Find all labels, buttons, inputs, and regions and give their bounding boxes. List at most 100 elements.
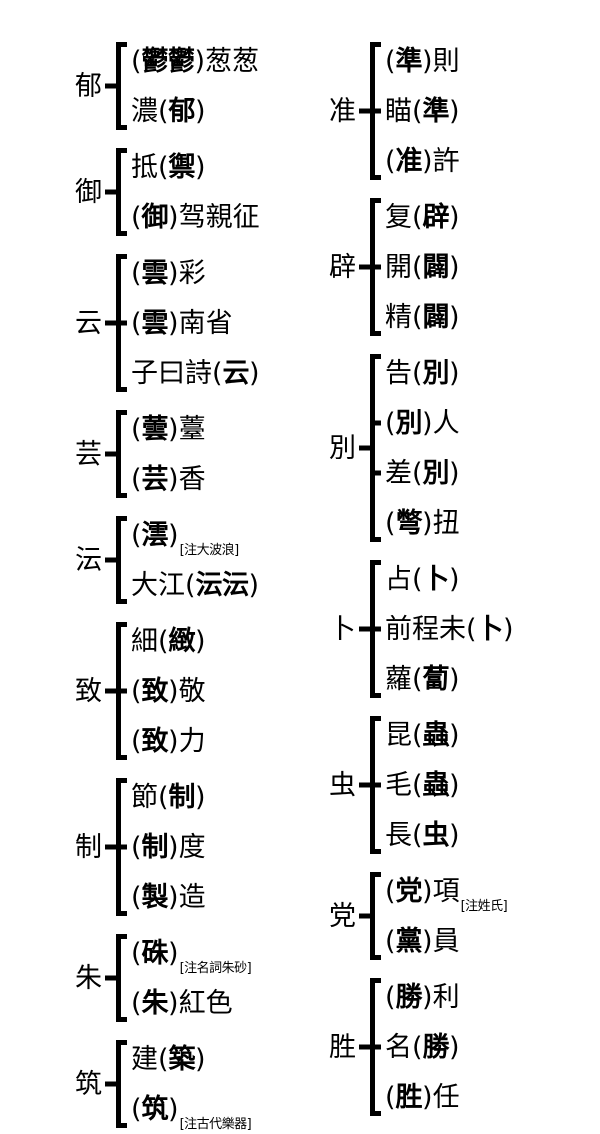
group-entry-list: (澐)[注大波浪]大江(沄沄) [131, 510, 310, 610]
group-brace [105, 248, 127, 398]
group-entry-list: 复(辟)開(闢)精(闢) [385, 192, 600, 342]
entry-context-text: ( [131, 307, 142, 339]
chart-entry: 占(卜) [385, 554, 600, 604]
entry-context-text: 瞄( [385, 95, 423, 127]
group-headword: 制 [75, 831, 102, 863]
entry-target-character: 別 [422, 357, 450, 389]
brace-headword-connector [105, 975, 116, 981]
brace-vertical-bar [116, 254, 121, 392]
group-entry-list: (準)則瞄(準)(准)許 [385, 36, 600, 186]
entry-context-text: 昆( [385, 719, 423, 751]
entry-context-text: ( [385, 45, 396, 77]
chart-entry: (准)許 [385, 136, 600, 186]
group-headword: 辟 [329, 251, 356, 283]
headword-group: 筑建(築)(筑)[注古代樂器] [68, 1034, 310, 1134]
entry-context-text: )則 [422, 45, 460, 77]
entry-context-text: ( [385, 507, 396, 539]
entry-context-text: ) [449, 819, 460, 851]
chart-entry: 名(勝) [385, 1022, 600, 1072]
entry-context-text: )薹 [168, 413, 206, 445]
group-brace [105, 510, 127, 610]
entry-context-text: )南省 [168, 307, 233, 339]
brace-vertical-bar [116, 42, 121, 130]
entry-target-character: 郁 [168, 95, 196, 127]
group-entry-list: (硃)[注名詞朱砂](朱)紅色 [131, 928, 310, 1028]
chart-entry: 瞄(準) [385, 86, 600, 136]
entry-context-text: 名( [385, 1031, 423, 1063]
group-headword: 朱 [75, 962, 102, 994]
entry-target-character: 蟲 [422, 719, 450, 751]
entry-context-text: ( [385, 925, 396, 957]
brace-top-serif [116, 622, 127, 627]
entry-target-character: 致 [141, 725, 169, 757]
chart-entry: (製)造 [131, 872, 310, 922]
brace-top-serif [370, 716, 381, 721]
entry-target-character: 別 [422, 457, 450, 489]
entry-target-character: 致 [141, 675, 169, 707]
chart-entry: 建(築) [131, 1034, 310, 1084]
group-brace [359, 972, 381, 1122]
brace-entry-tick [120, 688, 127, 694]
chart-entry: 濃(郁) [131, 86, 310, 136]
entry-context-text: )許 [422, 145, 460, 177]
group-headword: 御 [75, 176, 102, 208]
entry-context-text: ( [131, 201, 142, 233]
entry-context-text: 建( [131, 1043, 169, 1075]
brace-top-serif [370, 978, 381, 983]
brace-top-serif [370, 42, 381, 47]
entry-target-character: 卜 [476, 613, 504, 645]
group-entry-list: (党)項[注姓氏](黨)員 [385, 866, 600, 966]
brace-bottom-serif [116, 125, 127, 130]
group-brace [105, 616, 127, 766]
entry-context-text: )敬 [168, 675, 206, 707]
entry-target-character: 辟 [422, 201, 450, 233]
headword-group: 芸(蕓)薹(芸)香 [68, 404, 310, 504]
entry-context-text: 毛( [385, 769, 423, 801]
brace-vertical-bar [370, 198, 375, 336]
entry-context-text: ) [168, 1093, 179, 1125]
entry-context-text: ) [449, 769, 460, 801]
brace-headword-connector [105, 557, 116, 563]
brace-top-serif [370, 560, 381, 565]
entry-target-character: 雲 [141, 307, 169, 339]
variant-character-chart: 郁(鬱鬱)葱葱濃(郁)御抵(禦)(御)驾親征云(雲)彩(雲)南省子曰詩(云)芸(… [0, 36, 600, 1131]
entry-context-text: )驾親征 [168, 201, 260, 233]
chart-entry: 蘿(蔔) [385, 654, 600, 704]
brace-top-serif [116, 148, 127, 153]
brace-bottom-serif [116, 755, 127, 760]
entry-context-text: ( [131, 257, 142, 289]
entry-context-text: 子曰詩( [131, 357, 223, 389]
entry-context-text: ) [503, 613, 514, 645]
chart-entry: 昆(蟲) [385, 710, 600, 760]
brace-bottom-serif [116, 231, 127, 236]
entry-context-text: )紅色 [168, 987, 233, 1019]
entry-target-character: 芸 [141, 463, 169, 495]
entry-context-text: 差( [385, 457, 423, 489]
entry-target-character: 制 [168, 781, 196, 813]
group-headword: 別 [329, 432, 356, 464]
entry-context-text: 細( [131, 625, 169, 657]
group-headword: 虫 [329, 769, 356, 801]
entry-context-text: ( [131, 937, 142, 969]
chart-entry: 前程未(卜) [385, 604, 600, 654]
brace-top-serif [116, 1040, 127, 1045]
headword-group: 云(雲)彩(雲)南省子曰詩(云) [68, 248, 310, 398]
group-headword: 筑 [75, 1068, 102, 1100]
entry-target-character: 蔔 [422, 663, 450, 695]
entry-context-text: ( [131, 519, 142, 551]
group-brace [359, 36, 381, 186]
group-brace [359, 554, 381, 704]
entry-context-text: ) [249, 357, 260, 389]
entry-context-text: )扭 [422, 507, 460, 539]
entry-context-text: ) [195, 151, 206, 183]
brace-vertical-bar [116, 148, 121, 236]
chart-column-left: 郁(鬱鬱)葱葱濃(郁)御抵(禦)(御)驾親征云(雲)彩(雲)南省子曰詩(云)芸(… [0, 36, 310, 1131]
brace-headword-connector [359, 626, 370, 632]
headword-group: 辟复(辟)開(闢)精(闢) [322, 192, 600, 342]
entry-target-character: 鬱鬱 [141, 45, 196, 77]
entry-context-text: 節( [131, 781, 169, 813]
entry-annotation: [注名詞朱砂] [179, 961, 252, 976]
brace-top-serif [116, 410, 127, 415]
entry-context-text: ) [168, 937, 179, 969]
brace-entry-tick [374, 1044, 381, 1050]
